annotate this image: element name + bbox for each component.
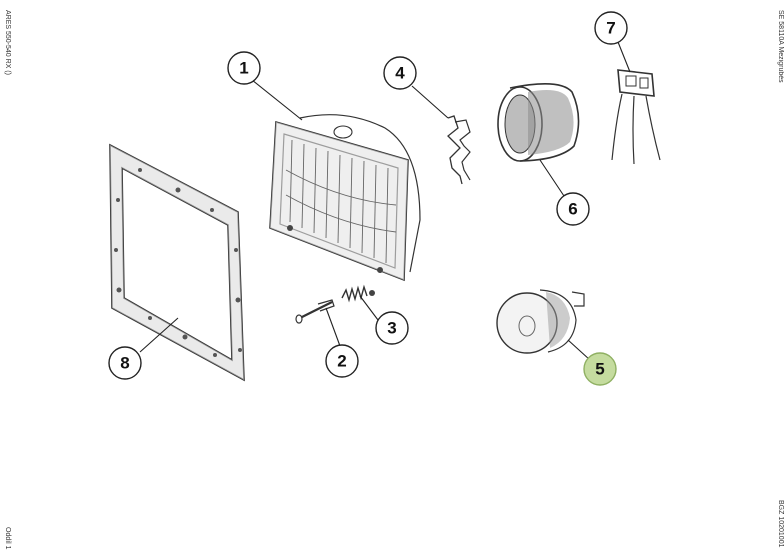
part-8-frame[interactable] xyxy=(109,143,245,382)
leader-1 xyxy=(251,79,303,121)
leader-6 xyxy=(539,159,565,197)
leader-8 xyxy=(139,317,179,353)
leader-4 xyxy=(411,85,449,119)
leader-7 xyxy=(617,41,631,73)
leader-2 xyxy=(325,307,341,347)
svg-text:8: 8 xyxy=(120,354,129,373)
part-7-connector[interactable] xyxy=(611,69,661,165)
callout-1[interactable]: 1 xyxy=(227,51,261,85)
callout-3[interactable]: 3 xyxy=(375,311,409,345)
leader-3 xyxy=(359,295,379,321)
svg-text:6: 6 xyxy=(568,200,577,219)
part-6-bulb-cup[interactable] xyxy=(497,83,580,162)
callout-7[interactable]: 7 xyxy=(594,11,628,45)
callout-2[interactable]: 2 xyxy=(325,344,359,378)
svg-text:7: 7 xyxy=(606,19,615,38)
leader-5 xyxy=(567,339,591,361)
callout-8[interactable]: 8 xyxy=(108,346,142,380)
svg-text:1: 1 xyxy=(239,59,248,78)
callout-4[interactable]: 4 xyxy=(383,56,417,90)
part-3-spring[interactable] xyxy=(341,284,375,303)
svg-text:4: 4 xyxy=(395,64,405,83)
svg-text:3: 3 xyxy=(387,319,396,338)
part-4-clip[interactable] xyxy=(447,115,471,185)
part-1-headlamp-insert[interactable] xyxy=(269,114,421,282)
svg-text:2: 2 xyxy=(337,352,346,371)
callout-6[interactable]: 6 xyxy=(556,192,590,226)
part-5-bulb[interactable] xyxy=(496,289,585,354)
callout-5[interactable]: 5 xyxy=(583,352,617,386)
svg-text:5: 5 xyxy=(595,360,604,379)
part-2-screw[interactable] xyxy=(295,299,335,324)
